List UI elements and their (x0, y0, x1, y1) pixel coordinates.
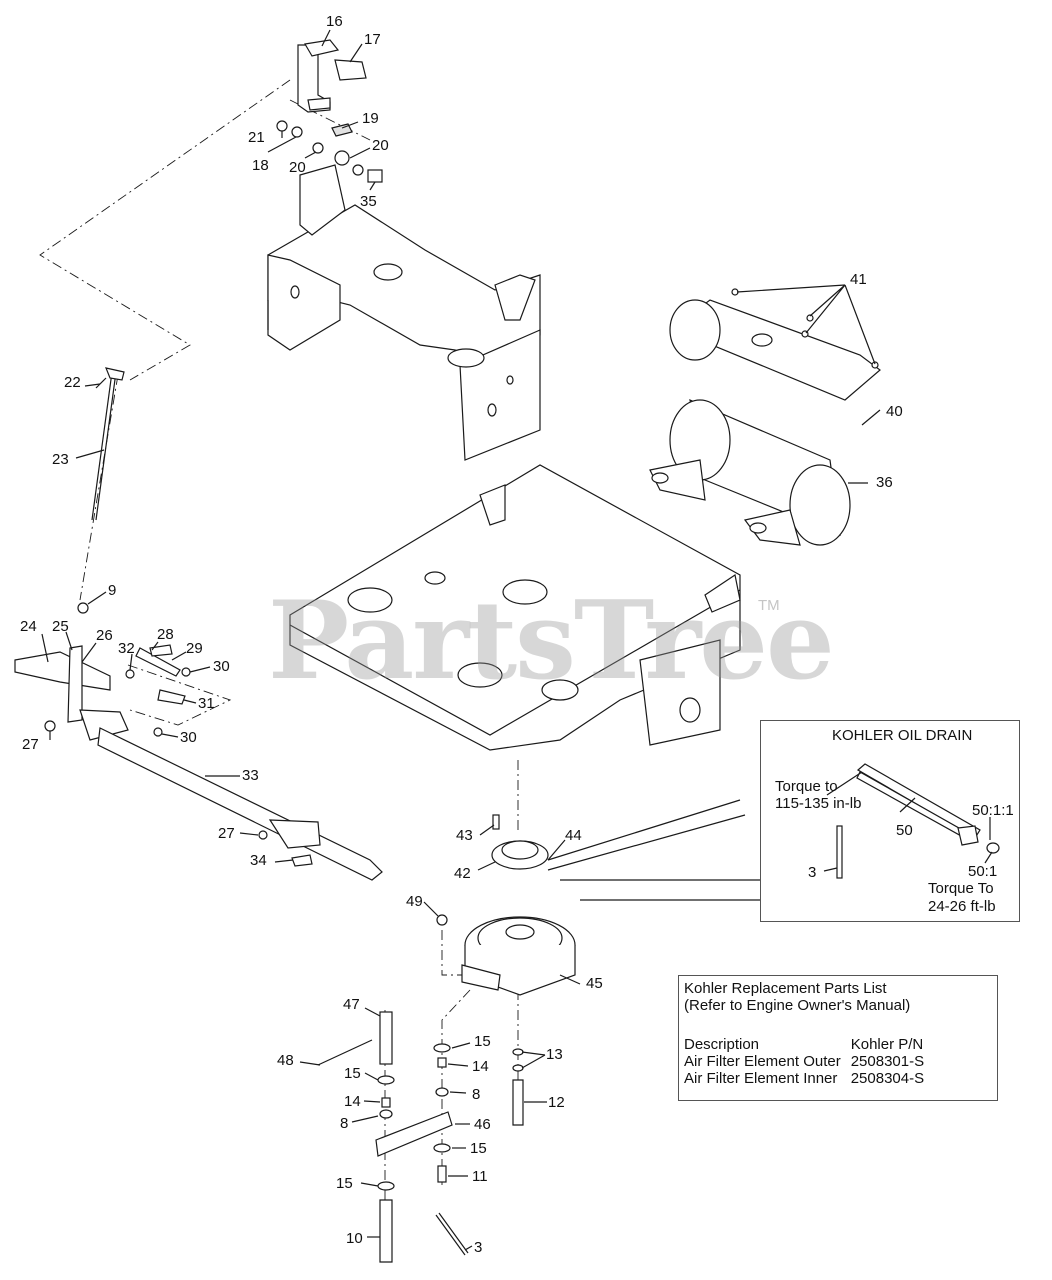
trademark-mark: TM (758, 597, 780, 614)
callout-30-lower: 30 (180, 729, 197, 746)
callout-25: 25 (52, 618, 69, 635)
oil-drain-title: KOHLER OIL DRAIN (832, 727, 973, 744)
callout-36: 36 (876, 474, 893, 491)
callout-14-left: 14 (344, 1093, 361, 1110)
row-description: Air Filter Element Outer (684, 1053, 841, 1070)
callout-24: 24 (20, 618, 37, 635)
callout-11: 11 (472, 1168, 488, 1185)
callout-27-left: 27 (22, 736, 39, 753)
callout-45: 45 (586, 975, 603, 992)
header-description: Description (684, 1036, 760, 1053)
callout-15-b: 15 (474, 1033, 491, 1050)
row-description: Air Filter Element Inner (684, 1070, 838, 1087)
callout-22: 22 (64, 374, 81, 391)
torque-top-value: 115-135 in-lb (775, 795, 862, 812)
torque-bottom-label: Torque To (928, 880, 994, 897)
callout-17: 17 (364, 31, 381, 48)
callout-26: 26 (96, 627, 113, 644)
callout-49: 49 (406, 893, 423, 910)
cross-shaft-assembly (14, 644, 383, 881)
callout-9: 9 (108, 582, 117, 599)
callout-32: 32 (118, 640, 135, 657)
table-header-row: Description Kohler P/N (684, 1036, 924, 1053)
partstree-watermark: PartsTree (268, 578, 835, 704)
callout-46: 46 (474, 1116, 491, 1133)
callout-21: 21 (248, 129, 265, 146)
row-pn: 2508301-S (850, 1053, 925, 1070)
idler-hardware (317, 1011, 524, 1263)
inset-callout-50-1: 50:1 (968, 863, 998, 880)
callout-34: 34 (250, 852, 267, 869)
row-pn: 2508304-S (850, 1070, 925, 1087)
replacement-parts-table: Description Kohler P/N Air Filter Elemen… (684, 1036, 924, 1087)
callout-15-a: 15 (344, 1065, 361, 1082)
callout-20-right: 20 (372, 137, 389, 154)
replacement-parts-title: Kohler Replacement Parts List (684, 980, 887, 997)
replacement-parts-subtitle: (Refer to Engine Owner's Manual) (684, 997, 911, 1014)
callout-8-right: 8 (472, 1086, 481, 1103)
inset-callout-50-1-1: 50:1:1 (972, 802, 1014, 819)
header-kohler-pn: Kohler P/N (850, 1036, 924, 1053)
callout-40: 40 (886, 403, 903, 420)
callout-27-right: 27 (218, 825, 235, 842)
callout-29: 29 (186, 640, 203, 657)
callout-35: 35 (360, 193, 377, 210)
control-lever-assembly (276, 39, 383, 183)
callout-16: 16 (326, 13, 343, 30)
callout-41: 41 (850, 271, 867, 288)
chassis-plate (289, 464, 741, 751)
callout-44: 44 (565, 827, 582, 844)
callout-30-upper: 30 (213, 658, 230, 675)
callout-18: 18 (252, 157, 269, 174)
throttle-rod (77, 367, 125, 614)
callout-31: 31 (198, 695, 215, 712)
pulley-assembly (436, 799, 760, 996)
callout-10: 10 (346, 1230, 363, 1247)
oil-drain-inset (760, 720, 1020, 922)
callout-13: 13 (546, 1046, 563, 1063)
callout-28: 28 (157, 626, 174, 643)
torque-bottom-value: 24-26 ft-lb (928, 898, 996, 915)
table-row: Air Filter Element Inner 2508304-S (684, 1070, 924, 1087)
callout-48: 48 (277, 1052, 294, 1069)
callout-33: 33 (242, 767, 259, 784)
callout-15-c: 15 (470, 1140, 487, 1157)
inset-callout-3: 3 (808, 864, 817, 881)
callout-3: 3 (474, 1239, 483, 1256)
callout-20-left: 20 (289, 159, 306, 176)
replacement-parts-box (678, 975, 998, 1101)
callout-43: 43 (456, 827, 473, 844)
leader-lines (41, 29, 881, 1251)
torque-top-label: Torque to (775, 778, 838, 795)
callout-47: 47 (343, 996, 360, 1013)
callout-8-left: 8 (340, 1115, 349, 1132)
callout-12: 12 (548, 1094, 565, 1111)
callout-14-right: 14 (472, 1058, 489, 1075)
oil-drain-drawing (823, 763, 1000, 879)
callout-15-d: 15 (336, 1175, 353, 1192)
table-row: Air Filter Element Outer 2508301-S (684, 1053, 924, 1070)
callout-23: 23 (52, 451, 69, 468)
callout-42: 42 (454, 865, 471, 882)
inset-callout-50: 50 (896, 822, 913, 839)
callout-19: 19 (362, 110, 379, 127)
muffler-assembly (649, 288, 881, 546)
upper-frame (267, 164, 541, 461)
